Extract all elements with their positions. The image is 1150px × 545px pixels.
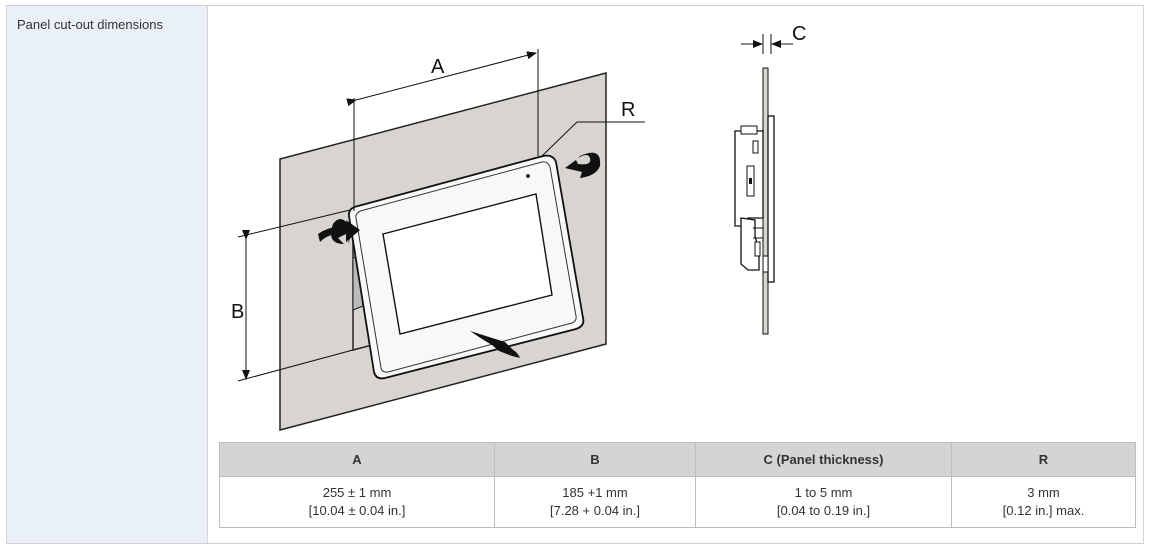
cell-c-mm: 1 to 5 mm	[794, 485, 853, 500]
spec-table: Panel cut-out dimensions	[6, 5, 1144, 544]
spec-label-cell: Panel cut-out dimensions	[7, 6, 208, 543]
callout-a: A	[431, 56, 445, 78]
hmi-device	[348, 154, 585, 380]
callout-c: C	[792, 23, 806, 45]
cell-r-in: [0.12 in.] max.	[1002, 503, 1085, 518]
header-r: R	[951, 442, 1136, 477]
cell-r: 3 mm [0.12 in.] max.	[951, 476, 1136, 528]
dimensions-table: A B C (Panel thickness) R 255 ± 1 mm [10…	[219, 442, 1136, 528]
header-b: B	[494, 442, 696, 477]
cell-a-in: [10.04 ± 0.04 in.]	[308, 503, 406, 518]
spec-label: Panel cut-out dimensions	[17, 17, 163, 32]
cell-c-in: [0.04 to 0.19 in.]	[776, 503, 871, 518]
header-a: A	[219, 442, 495, 477]
cell-b-in: [7.28 + 0.04 in.]	[550, 503, 640, 518]
table-header-row: A B C (Panel thickness) R	[219, 442, 1136, 477]
dimension-a-line	[346, 51, 537, 107]
callout-r: R	[621, 99, 635, 121]
cell-b: 185 +1 mm [7.28 + 0.04 in.]	[494, 476, 696, 528]
hmi-screen	[382, 193, 553, 335]
clip-rotate-arrow-icon	[565, 152, 601, 178]
table-row: 255 ± 1 mm [10.04 ± 0.04 in.] 185 +1 mm …	[219, 476, 1136, 528]
radius-r-leader	[541, 121, 645, 157]
cell-r-mm: 3 mm	[1027, 485, 1060, 500]
callout-b: B	[231, 301, 244, 323]
side-view: C	[734, 23, 806, 335]
cell-a: 255 ± 1 mm [10.04 ± 0.04 in.]	[219, 476, 495, 528]
side-panel-sheet	[762, 67, 769, 335]
panel-cutout-illustration: A B R C	[231, 23, 806, 431]
cell-c: 1 to 5 mm [0.04 to 0.19 in.]	[695, 476, 952, 528]
cell-b-mm: 185 +1 mm	[562, 485, 628, 500]
cell-a-mm: 255 ± 1 mm	[322, 485, 392, 500]
header-c: C (Panel thickness)	[695, 442, 952, 477]
spec-content-cell: A B R C	[208, 6, 1143, 543]
insert-arrow-icon	[470, 331, 520, 358]
